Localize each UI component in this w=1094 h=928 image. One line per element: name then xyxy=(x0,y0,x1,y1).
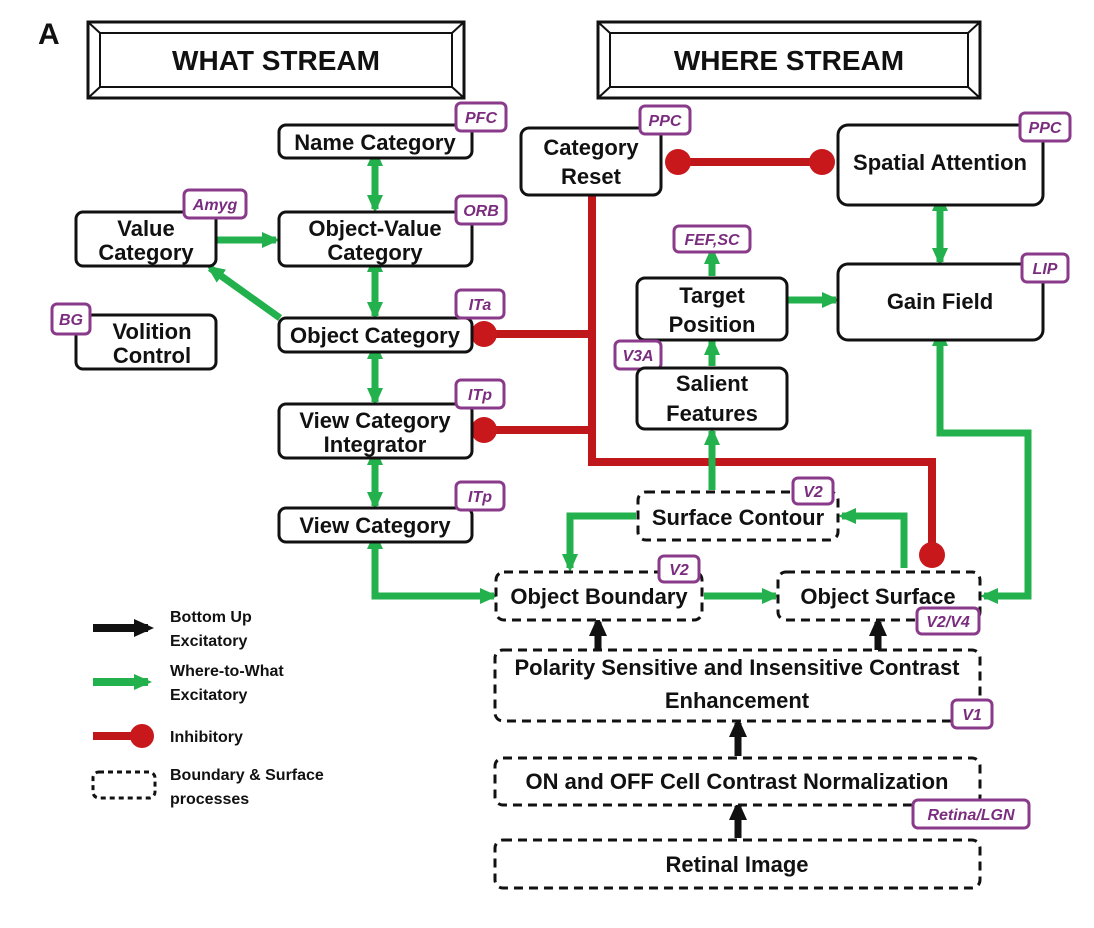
node-label: Spatial Attention xyxy=(853,150,1027,175)
legend-boundary-surface: Boundary & Surface processes xyxy=(91,767,324,808)
node-label: Control xyxy=(113,343,191,368)
node-spatial-attention: Spatial Attention PPC xyxy=(836,111,1072,207)
legend: Bottom Up Excitatory Where-to-What Excit… xyxy=(91,609,324,808)
node-label: Category xyxy=(98,240,194,265)
region-tag: V1 xyxy=(962,707,982,724)
legend-label: Excitatory xyxy=(170,633,247,650)
node-label: Salient xyxy=(676,371,749,396)
legend-where-to-what: Where-to-What Excitatory xyxy=(93,663,284,704)
node-label: ON and OFF Cell Contrast Normalization xyxy=(526,769,949,794)
legend-label: Boundary & Surface xyxy=(170,767,324,784)
inhibitory-dot xyxy=(809,149,835,175)
node-label: Object-Value xyxy=(308,216,441,241)
node-name-category: Name Category PFC xyxy=(277,101,508,160)
region-tag: PPC xyxy=(649,113,682,130)
node-label: Target xyxy=(679,283,745,308)
region-tag: V2 xyxy=(803,484,823,501)
node-view-category: View Category ITp xyxy=(277,480,506,544)
inhibitory-dot xyxy=(919,542,945,568)
region-tag: V2/V4 xyxy=(926,614,970,631)
region-tag: ITp xyxy=(468,489,492,506)
region-tag: Amyg xyxy=(192,197,238,214)
region-tag: FEF,SC xyxy=(684,232,740,249)
legend-bottom-up: Bottom Up Excitatory xyxy=(93,609,252,650)
node-surface-contour: Surface Contour V2 xyxy=(636,476,840,542)
node-label: Enhancement xyxy=(665,688,810,713)
region-tag: ITp xyxy=(468,387,492,404)
node-label: Polarity Sensitive and Insensitive Contr… xyxy=(514,655,960,680)
node-object-boundary: Object Boundary V2 xyxy=(494,554,704,622)
node-label: View Category xyxy=(299,408,451,433)
node-view-category-integrator: View Category Integrator ITp xyxy=(277,378,506,460)
node-contrast-normalization: ON and OFF Cell Contrast Normalization R… xyxy=(493,756,1031,830)
legend-label: Where-to-What xyxy=(170,663,284,680)
node-salient-features: Salient Features xyxy=(635,366,789,431)
node-contrast-enhancement: Polarity Sensitive and Insensitive Contr… xyxy=(493,648,994,730)
node-label: Position xyxy=(669,312,756,337)
node-label: Object Category xyxy=(290,323,461,348)
node-label: View Category xyxy=(299,513,451,538)
region-tag: ORB xyxy=(463,203,499,220)
node-label: Retinal Image xyxy=(665,852,808,877)
node-label: Surface Contour xyxy=(652,505,825,530)
node-object-surface: Object Surface V2/V4 xyxy=(776,570,982,636)
node-category-reset: Category Reset PPC xyxy=(519,104,692,197)
what-stream-banner: WHAT STREAM xyxy=(86,20,466,100)
node-label: Volition xyxy=(112,319,191,344)
region-tag: ITa xyxy=(469,297,492,314)
node-retinal-image: Retinal Image xyxy=(493,838,982,890)
node-value-category: Value Category Amyg xyxy=(74,188,248,268)
legend-label: processes xyxy=(170,791,249,808)
legend-label: Excitatory xyxy=(170,687,247,704)
region-tag: LIP xyxy=(1033,261,1058,278)
what-stream-title: WHAT STREAM xyxy=(172,45,380,76)
node-label: Object Boundary xyxy=(510,584,688,609)
node-label: Name Category xyxy=(294,130,456,155)
inhibitory-dot xyxy=(471,417,497,443)
region-tag: BG xyxy=(59,312,83,329)
region-tag: PFC xyxy=(465,110,497,127)
node-label: Category xyxy=(543,135,639,160)
region-tag: Retina/LGN xyxy=(927,807,1015,824)
region-tag: V3A xyxy=(622,348,653,365)
legend-inhibitory: Inhibitory xyxy=(93,724,243,748)
node-object-category: Object Category ITa xyxy=(277,288,506,354)
node-target-position: Target Position V3A xyxy=(613,276,789,371)
panel-label: A xyxy=(38,18,60,51)
legend-label: Bottom Up xyxy=(170,609,252,626)
where-to-what-connections xyxy=(206,148,1032,604)
legend-label: Inhibitory xyxy=(170,729,243,746)
node-fef-sc: FEF,SC xyxy=(672,224,752,254)
region-tag: PPC xyxy=(1029,120,1062,137)
node-volition-control: Volition Control BG xyxy=(50,302,218,371)
node-gain-field: Gain Field LIP xyxy=(836,252,1070,342)
where-stream-banner: WHERE STREAM xyxy=(596,20,982,100)
node-label: Integrator xyxy=(324,432,427,457)
node-label: Value xyxy=(117,216,174,241)
inhibitory-dot xyxy=(471,321,497,347)
node-object-value-category: Object-Value Category ORB xyxy=(277,194,508,268)
node-label: Gain Field xyxy=(887,289,993,314)
bottom-up-connections xyxy=(589,616,887,838)
node-label: Reset xyxy=(561,164,622,189)
region-tag: V2 xyxy=(669,562,689,579)
inhibitory-dot xyxy=(665,149,691,175)
where-stream-title: WHERE STREAM xyxy=(674,45,904,76)
node-label: Object Surface xyxy=(800,584,955,609)
node-label: Category xyxy=(327,240,423,265)
node-label: Features xyxy=(666,401,758,426)
